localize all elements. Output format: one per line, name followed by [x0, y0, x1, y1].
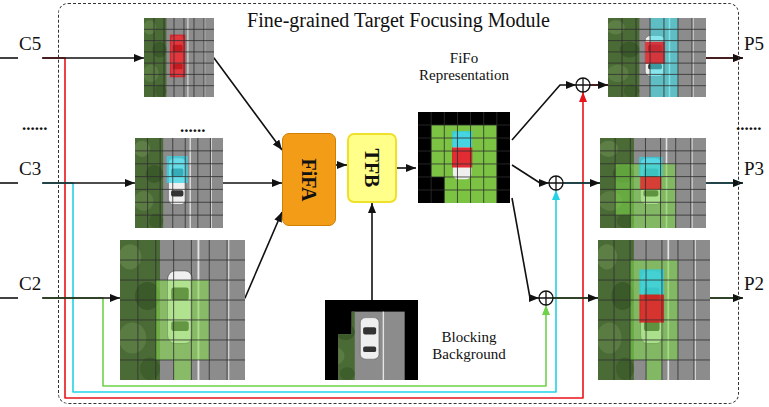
arrowhead: [566, 81, 576, 89]
output-label: P3: [743, 159, 765, 185]
tfb-block: TFB: [347, 133, 397, 203]
sum-circle: [549, 176, 563, 190]
fifo-representation: FiFo Representation: [416, 50, 512, 203]
blocking-map: [324, 300, 418, 380]
black-ground: [418, 112, 510, 203]
arrowhead: [590, 179, 600, 187]
car-body: [453, 132, 471, 179]
connector: [42, 58, 743, 398]
scene-copy: [607, 18, 706, 97]
grid-copy: [418, 112, 510, 203]
ellipsis-label: ......: [22, 116, 48, 134]
arrowhead: [598, 81, 608, 89]
grid-copy: [144, 18, 214, 97]
red-focus: [645, 42, 665, 64]
scene-copy: [597, 240, 710, 380]
c5-feature-map: [143, 18, 214, 97]
scene-copy: [134, 138, 223, 228]
red-focus: [640, 177, 661, 190]
scene-copy: [599, 138, 706, 228]
cyan-focus: [452, 131, 472, 147]
feature-name: P5: [743, 34, 765, 53]
arrowhead: [552, 190, 560, 200]
connector: [336, 164, 347, 166]
arrowhead: [588, 294, 598, 302]
arrowhead: [542, 305, 550, 315]
sum-cross: [549, 176, 563, 190]
input-label: C2: [18, 274, 42, 300]
sum-symbol: [539, 176, 563, 200]
grid-copy: [608, 18, 706, 97]
sum-cross: [539, 291, 553, 305]
arrowhead: [529, 294, 539, 302]
map-caption: FiFo Representation: [412, 50, 516, 84]
c3-feature-map: [134, 138, 223, 228]
scene-copy: [324, 300, 418, 380]
fifo-map: [418, 112, 510, 203]
red-focus: [452, 147, 472, 167]
arrowhead: [110, 294, 120, 302]
connector: [371, 203, 373, 300]
feature-name: C5: [18, 34, 42, 53]
cyan-focus: [639, 157, 662, 177]
kept-region: [324, 300, 418, 380]
fifa-block: FiFA: [282, 133, 336, 226]
feature-name: P3: [743, 159, 765, 178]
sum-cross: [576, 78, 590, 92]
arrowhead: [539, 179, 549, 187]
arrowhead: [579, 92, 587, 102]
black-ground: [325, 300, 418, 380]
output-label: P5: [743, 34, 765, 60]
arrowhead: [125, 179, 135, 187]
sum-circle: [576, 78, 590, 92]
sum-circle: [539, 291, 553, 305]
input-lead: [0, 297, 18, 299]
input-label: C5: [18, 34, 42, 60]
block-name: TFB: [361, 149, 383, 188]
output-label: P2: [743, 274, 765, 300]
grid-copy: [135, 138, 223, 228]
grid-copy: [120, 240, 245, 380]
grid-copy: [600, 138, 706, 228]
grid-copy: [598, 240, 710, 380]
connector: [397, 167, 416, 169]
feature-name: C3: [18, 159, 42, 178]
module-frame: Fine-grained Target Focusing ModuleFiFA T…: [58, 3, 739, 404]
sum-symbol: [529, 291, 553, 315]
scene-copy: [119, 240, 245, 380]
c2-feature-map: [119, 240, 245, 380]
input-lead: [0, 57, 18, 59]
scene-copy: [143, 18, 214, 97]
sum-symbol: [566, 78, 590, 102]
red-focus: [639, 295, 664, 323]
feature-name: P2: [743, 274, 765, 293]
arrowhead: [134, 54, 144, 62]
green-focus: [156, 280, 210, 380]
feature-name: C2: [18, 274, 42, 293]
map-caption: Blocking Background: [426, 329, 512, 363]
module-title: Fine-grained Target Focusing Module: [59, 9, 738, 31]
cyan-focus: [639, 269, 664, 294]
ellipsis-label: ......: [180, 118, 206, 136]
input-label: C3: [18, 159, 42, 185]
ellipsis-label: ......: [736, 116, 762, 134]
cyan-focus: [167, 156, 188, 183]
block-name: FiFA: [298, 158, 320, 201]
p5-feature-map: [607, 18, 706, 97]
p2-feature-map: [597, 240, 710, 380]
input-lead: [0, 182, 18, 184]
p3-feature-map: [599, 138, 706, 228]
blocking-background: Blocking Background: [325, 300, 515, 380]
